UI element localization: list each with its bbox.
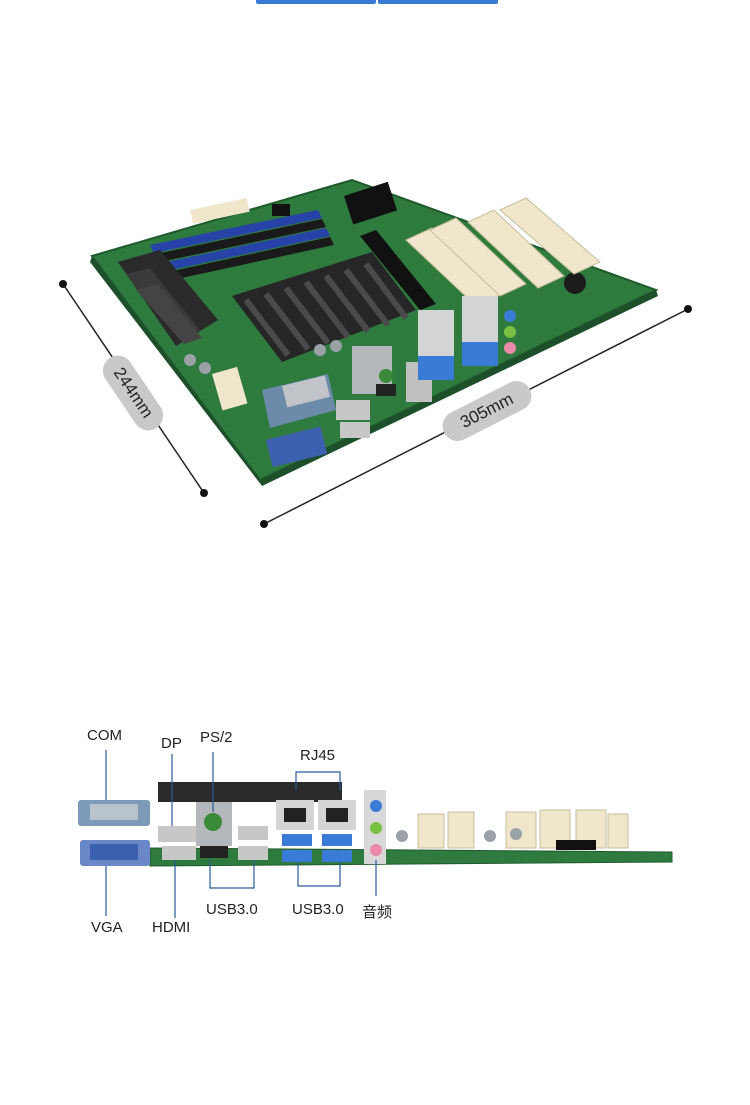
ram-slots [150, 210, 334, 280]
label-usb30-left: USB3.0 [206, 901, 258, 918]
pci-slots [405, 197, 601, 307]
top-tab-bar [256, 0, 498, 4]
depth-label-pill [102, 355, 164, 431]
heatsink-cpu [232, 252, 416, 362]
io-side-view [78, 750, 673, 918]
label-rj45: RJ45 [300, 747, 336, 764]
top-tab-left [256, 0, 376, 4]
label-com: COM [87, 727, 122, 744]
width-label-pill [442, 381, 532, 441]
label-hdmi: HDMI [152, 919, 191, 936]
label-dp: DP [161, 735, 182, 752]
label-vga: VGA [91, 919, 123, 936]
heatsink-left [118, 250, 218, 346]
label-ps2: PS/2 [200, 729, 233, 746]
top-tab-right [378, 0, 498, 4]
io-ports [262, 296, 516, 468]
label-usb30-right: USB3.0 [292, 901, 344, 918]
label-audio: 音频 [362, 904, 393, 921]
